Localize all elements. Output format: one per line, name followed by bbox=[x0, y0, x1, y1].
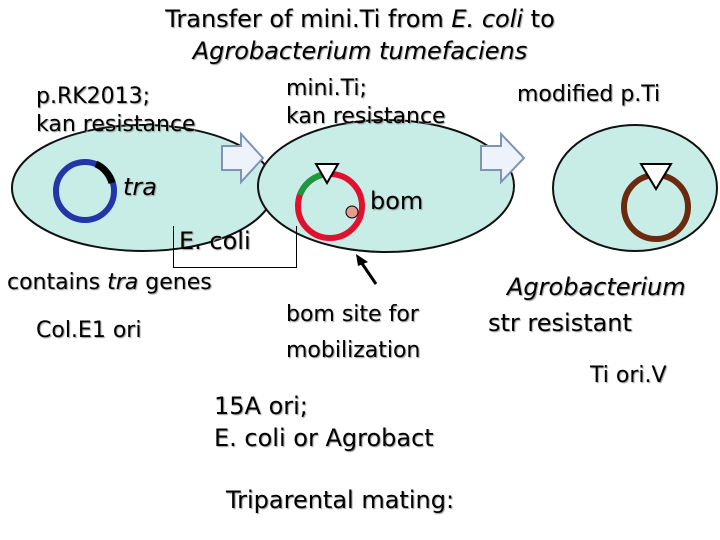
contains-tra-genes-label: contains tra genes bbox=[7, 270, 212, 295]
ori15a-label: 15A ori; bbox=[214, 393, 308, 421]
ti-oriv-label: Ti ori.V bbox=[590, 363, 667, 388]
ecoli-label: E. coli bbox=[179, 228, 251, 256]
bom-pointer-arrowhead bbox=[356, 254, 368, 266]
title-suffix: to bbox=[523, 5, 555, 33]
agrobacterium-label: Agrobacterium bbox=[507, 274, 686, 302]
ori15a-host-label: E. coli or Agrobact bbox=[214, 425, 434, 453]
cole1-ori-label: Col.E1 ori bbox=[36, 318, 141, 343]
title-prefix: Transfer of mini.Ti from bbox=[165, 5, 451, 33]
title-line-2: Agrobacterium tumefaciens bbox=[0, 38, 720, 66]
bom-site-label: bom site for bbox=[286, 302, 419, 327]
triparental-mating-label: Triparental mating: bbox=[226, 487, 454, 515]
miniti-resistance-label: kan resistance bbox=[286, 104, 446, 129]
prk2013-label: p.RK2013; bbox=[36, 84, 150, 109]
title-line-1: Transfer of mini.Ti from E. coli to bbox=[0, 6, 720, 34]
mobilization-label: mobilization bbox=[286, 338, 420, 363]
modified-pti-label: modified p.Ti bbox=[517, 82, 660, 107]
prk2013-resistance-label: kan resistance bbox=[36, 112, 196, 137]
contains-tra: tra bbox=[107, 270, 138, 295]
str-resistant-label: str resistant bbox=[488, 310, 632, 338]
contains-prefix: contains bbox=[7, 270, 107, 295]
bom-pointer-arrow bbox=[361, 262, 376, 284]
contains-suffix: genes bbox=[138, 270, 211, 295]
title-ecoli: E. coli bbox=[451, 5, 523, 33]
tra-label: tra bbox=[123, 174, 157, 202]
bom-site-dot bbox=[346, 206, 358, 218]
bom-label: bom bbox=[370, 188, 423, 216]
miniti-label: mini.Ti; bbox=[286, 76, 367, 101]
